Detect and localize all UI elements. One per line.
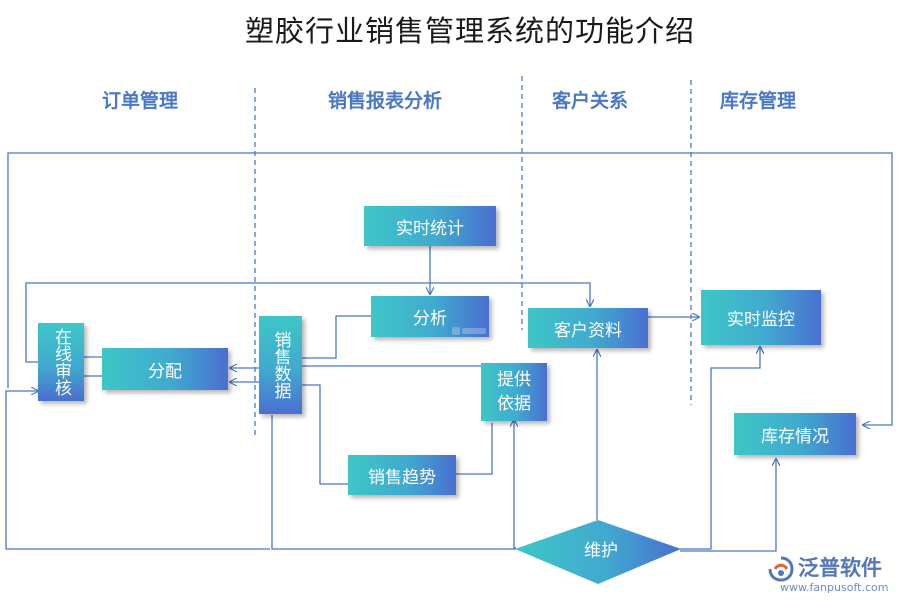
node-allocate: 分配 [102, 348, 228, 390]
node-sales-data: 销售数据 [259, 316, 302, 414]
maintain-diamond [515, 520, 681, 584]
loop-bottom-to-review [5, 391, 270, 550]
edge-maintain-monitor [680, 347, 760, 550]
edge-maintain-basis [514, 420, 516, 549]
section-inventory-management: 库存管理 [720, 90, 797, 112]
node-realtime-monitor: 实时监控 [701, 290, 821, 345]
node-customer-info: 客户资料 [528, 308, 648, 348]
logo-mark-icon [768, 556, 794, 582]
logo-url: www.fanpusoft.com [780, 581, 889, 594]
node-analysis: 分析 [371, 296, 489, 337]
diagram-title: 塑胶行业销售管理系统的功能介绍 [244, 14, 695, 48]
logo-name: 泛普软件 [798, 556, 882, 580]
section-sales-report-analysis: 销售报表分析 [328, 90, 443, 112]
section-order-management: 订单管理 [102, 90, 179, 112]
node-realtime-stats: 实时统计 [364, 206, 496, 246]
node-maintain-label: 维护 [584, 541, 618, 561]
edge-trend-basis [456, 423, 493, 475]
watermark-icon [452, 327, 486, 335]
section-customer-relations: 客户关系 [552, 90, 629, 112]
node-provide-basis: 提供 依据 [481, 363, 547, 421]
loop-review-to-customer [25, 282, 590, 363]
loop-top-to-inventory [7, 152, 893, 425]
edge-analysis-salesdata [302, 315, 372, 359]
edge-maintain-inventory [680, 459, 776, 552]
brand-logo: 泛普软件 www.fanpusoft.com [768, 552, 898, 598]
edge-salesdata-trend [302, 384, 348, 485]
node-sales-trend: 销售趋势 [348, 455, 456, 495]
node-inventory-status: 库存情况 [734, 413, 856, 455]
edge-salesdata-maintain [271, 415, 516, 550]
node-online-review: 在线审核 [38, 323, 84, 401]
